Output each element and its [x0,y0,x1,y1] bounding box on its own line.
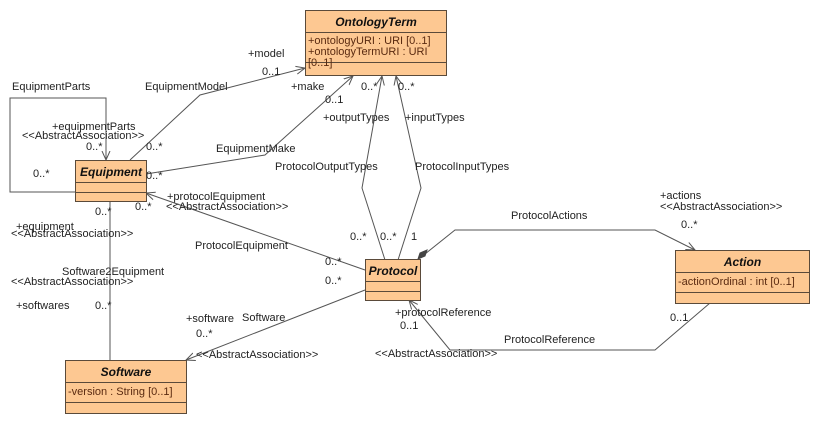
assoc-equipment-make[interactable] [145,76,353,175]
attribute: +ontologyTermURI : URI [0..1] [308,46,428,69]
multiplicity: 0..* [135,201,152,213]
assoc-software[interactable] [186,289,366,360]
composition-diamond [417,249,428,260]
multiplicity: 0..* [146,141,163,153]
role-label: +equipment [16,221,74,233]
role-label: +protocolReference [395,307,492,319]
operations-section [366,292,420,301]
multiplicity: 0..* [398,81,415,93]
multiplicity: 0..* [325,256,342,268]
multiplicity: 0..1 [400,320,419,332]
role-label: +inputTypes [405,112,465,124]
assoc-protocol-equipment[interactable] [146,193,366,271]
class-name: Action [676,251,809,273]
assoc-name: ProtocolInputTypes [415,161,510,173]
class-protocol[interactable]: Protocol [365,259,421,301]
attributes-section [366,282,420,292]
class-equipment[interactable]: Equipment [75,160,147,202]
attributes-section [76,183,146,193]
multiplicity: 0..* [95,300,112,312]
stereotype-label: <<AbstractAssociation>> [11,228,134,240]
assoc-name: ProtocolEquipment [195,240,288,252]
role-label: +softwares [16,300,70,312]
class-name: Protocol [366,260,420,282]
role-label: +model [248,48,285,60]
role-label: +protocolEquipment [167,191,266,203]
assoc-equipment-parts[interactable] [9,97,106,193]
role-label: +make [291,81,325,93]
class-software[interactable]: Software -version : String [0..1] [65,360,187,414]
stereotype-label: <<AbstractAssociation>> [660,201,783,213]
stereotype-label: <<AbstractAssociation>> [11,276,134,288]
multiplicity: 0..* [95,206,112,218]
multiplicity: 0..* [681,219,698,231]
assoc-name: Software [242,312,286,324]
assoc-name: EquipmentMake [216,143,296,155]
multiplicity: 0..1 [670,312,689,324]
assoc-protocol-input-types[interactable] [396,76,422,261]
role-label: +software [186,313,234,325]
multiplicity: 0..* [380,231,397,243]
multiplicity: 0..* [196,328,213,340]
role-label: +actions [660,190,702,202]
multiplicity: 0..1 [262,66,281,78]
assoc-protocol-reference[interactable] [409,300,711,351]
attribute: -actionOrdinal : int [0..1] [678,276,795,288]
assoc-name: EquipmentModel [145,81,228,93]
assoc-equipment-model[interactable] [129,68,305,161]
attribute: -version : String [0..1] [68,386,173,398]
assoc-name: ProtocolReference [504,334,596,346]
assoc-protocol-actions[interactable] [419,229,695,259]
multiplicity: 0..1 [325,94,344,106]
class-action[interactable]: Action -actionOrdinal : int [0..1] [675,250,810,304]
multiplicity: 0..* [33,168,50,180]
stereotype-label: <<AbstractAssociation>> [166,201,289,213]
class-name: Software [66,361,186,383]
assoc-name: Software2Equipment [62,266,165,278]
assoc-name: EquipmentParts [12,81,91,93]
multiplicity: 0..* [86,141,103,153]
assoc-name: ProtocolActions [511,210,588,222]
stereotype-label: <<AbstractAssociation>> [22,130,145,142]
attribute: +ontologyURI : URI [0..1] [308,35,431,47]
multiplicity: 1 [411,231,418,243]
class-name: OntologyTerm [306,11,446,33]
assoc-protocol-output-types[interactable] [361,76,386,261]
role-label: +equipmentParts [52,121,136,133]
multiplicity: 0..* [325,275,342,287]
role-label: +outputTypes [323,112,390,124]
multiplicity: 0..* [350,231,367,243]
class-ontology-term[interactable]: OntologyTerm +ontologyURI : URI [0..1] +… [305,10,447,76]
multiplicity: 0..* [146,170,163,182]
stereotype-label: <<AbstractAssociation>> [196,349,319,361]
multiplicity: 0..* [361,81,378,93]
assoc-name: ProtocolOutputTypes [275,161,378,173]
class-name: Equipment [76,161,146,183]
stereotype-label: <<AbstractAssociation>> [375,348,498,360]
